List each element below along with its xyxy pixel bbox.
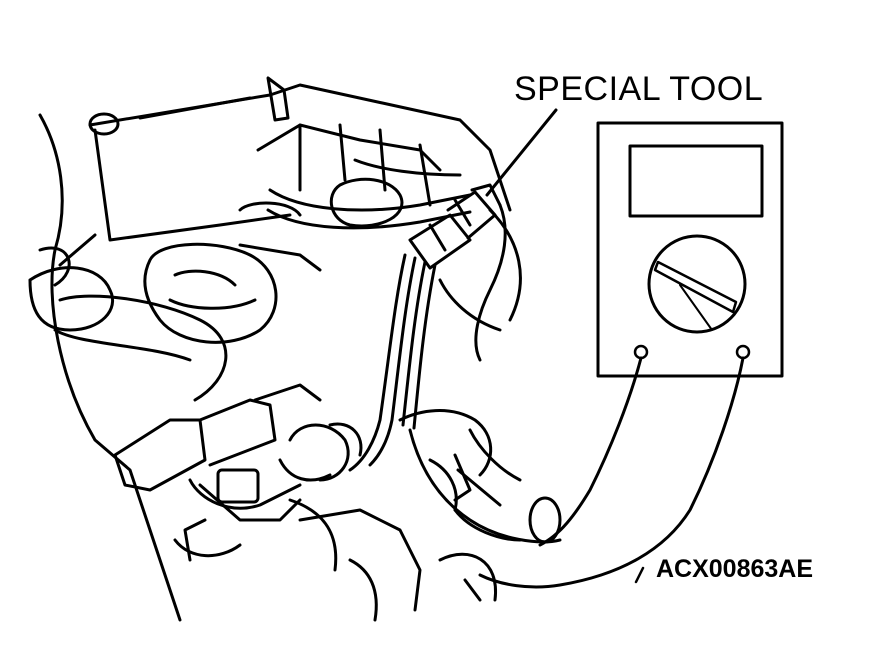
engine-block [38, 76, 512, 622]
sensor-connector [113, 383, 498, 622]
test-leads [453, 356, 745, 589]
test-lead-right [478, 356, 745, 589]
hose-assembly [28, 188, 472, 402]
multimeter-body [596, 121, 784, 378]
probe-terminal-right [735, 344, 751, 360]
figure-code: ACX00863AE [656, 555, 814, 583]
test-lead-left [538, 356, 643, 547]
probe-terminal-left [633, 344, 649, 360]
multimeter [596, 121, 784, 378]
multimeter-display [628, 144, 764, 218]
special-tool-label: SPECIAL TOOL [514, 70, 764, 108]
multimeter-selector-dial [647, 234, 747, 334]
wire-harness [348, 253, 562, 544]
special-tool-adapter [408, 183, 522, 362]
dial-pointer [653, 260, 738, 314]
callout-leader-line [485, 108, 558, 197]
